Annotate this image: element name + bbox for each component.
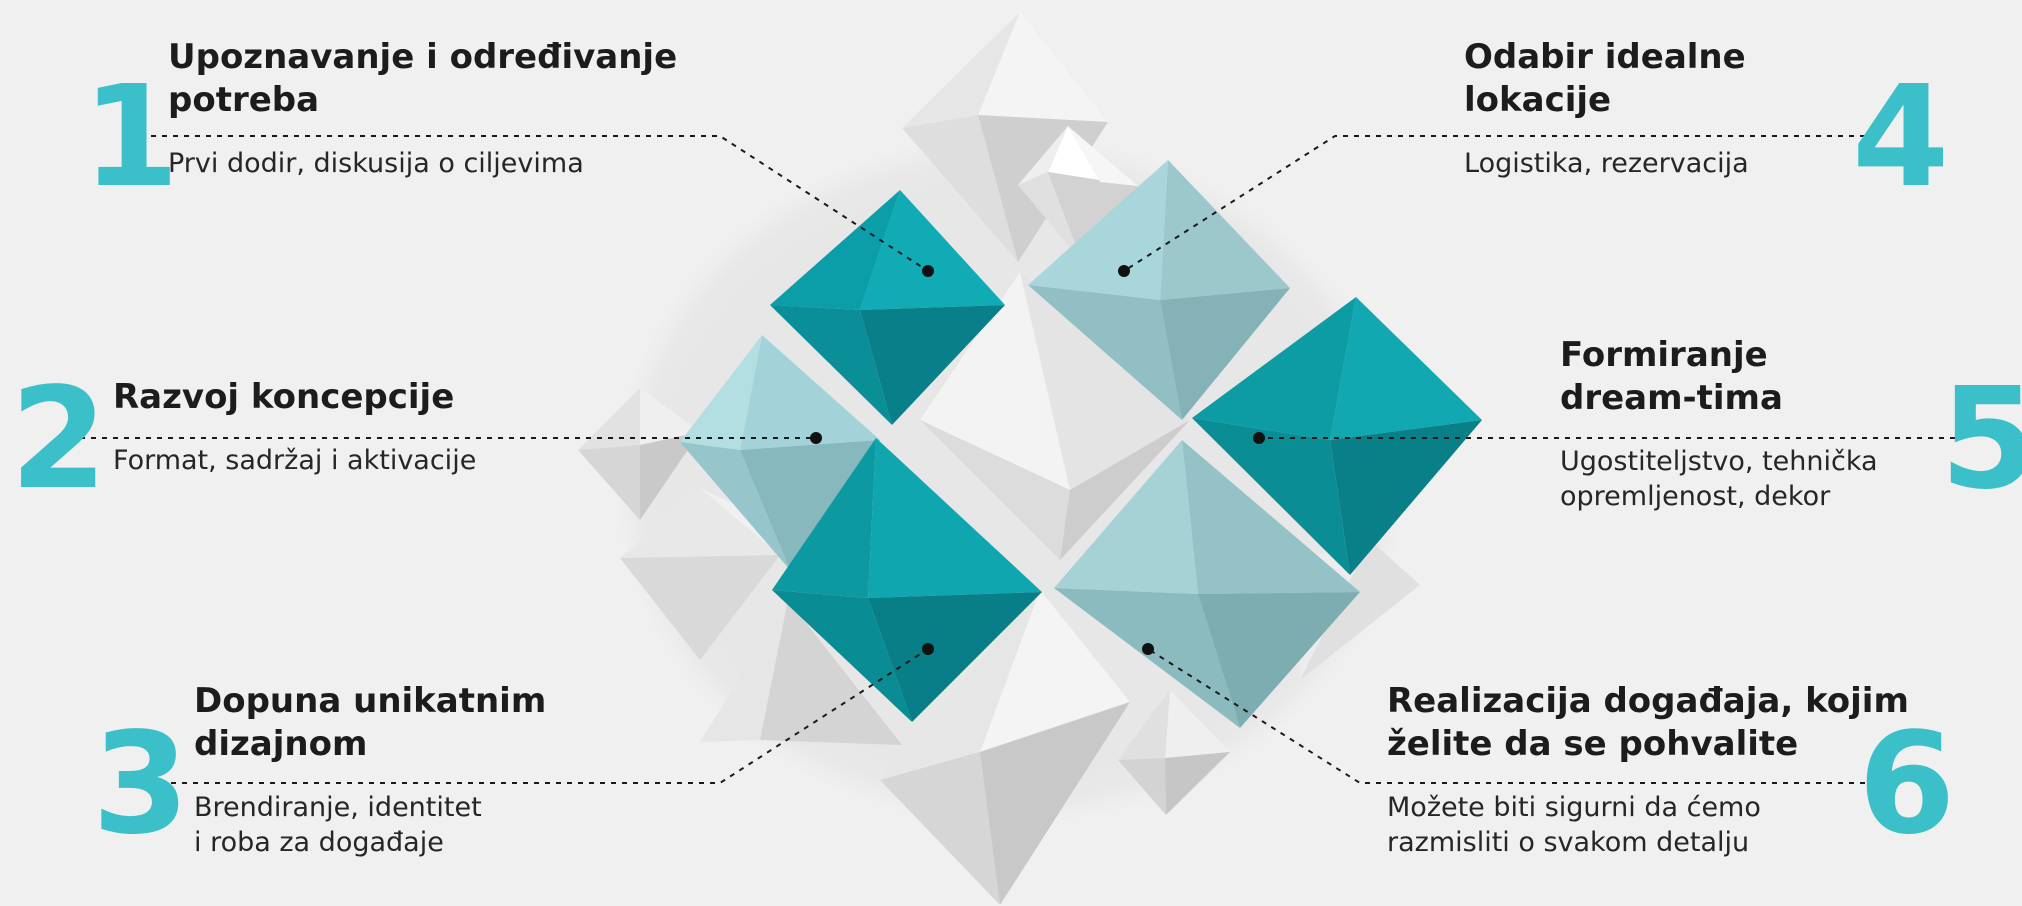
step-number-3: 3 bbox=[92, 703, 189, 866]
step-2: Razvoj koncepcije Format, sadržaj i akti… bbox=[113, 376, 476, 478]
connector-dot-4 bbox=[1118, 265, 1130, 277]
teal-crystal-right bbox=[1192, 297, 1482, 575]
step-4-title: Odabir idealne lokacije bbox=[1464, 37, 1746, 120]
step-5-title: Formiranje dream-tima bbox=[1560, 335, 1783, 418]
teal-crystal-center-left bbox=[772, 438, 1042, 722]
connector-dot-3 bbox=[922, 643, 934, 655]
step-2-subtitle: Format, sadržaj i aktivacije bbox=[113, 445, 477, 476]
white-crystal-small-bottom bbox=[1118, 690, 1230, 815]
step-5: Formiranje dream-tima Ugostiteljstvo, te… bbox=[1560, 334, 1878, 514]
step-6-title: Realizacija događaja, kojim želite da se… bbox=[1387, 681, 1909, 764]
white-crystal-small bbox=[1018, 126, 1138, 262]
step-4: Odabir idealne lokacije Logistika, rezer… bbox=[1464, 36, 1749, 181]
white-crystal-bottom bbox=[880, 590, 1130, 905]
connector-dot-1 bbox=[922, 265, 934, 277]
connector-line-4 bbox=[1123, 135, 1865, 272]
connector-line-6 bbox=[1147, 648, 1865, 784]
step-3-title: Dopuna unikatnim dizajnom bbox=[194, 681, 547, 764]
step-4-subtitle: Logistika, rezervacija bbox=[1464, 148, 1749, 179]
step-number-4: 4 bbox=[1852, 56, 1949, 219]
step-1-title: Upoznavanje i određivanje potreba bbox=[168, 37, 678, 120]
step-number-2: 2 bbox=[10, 358, 107, 521]
connector-dot-2 bbox=[810, 432, 822, 444]
step-number-6: 6 bbox=[1858, 703, 1955, 866]
step-number-1: 1 bbox=[82, 56, 179, 219]
connector-dot-5 bbox=[1253, 432, 1265, 444]
step-number-5: 5 bbox=[1940, 358, 2022, 521]
white-crystal-bottom-left bbox=[700, 600, 902, 745]
connector-dots bbox=[810, 265, 1265, 655]
step-2-title: Razvoj koncepcije bbox=[113, 377, 455, 417]
connector-dot-6 bbox=[1142, 643, 1154, 655]
teal-light-crystal-left bbox=[680, 335, 880, 570]
teal-crystal-top-left bbox=[770, 190, 1005, 425]
step-1: Upoznavanje i određivanje potreba Prvi d… bbox=[168, 36, 677, 181]
step-3: Dopuna unikatnim dizajnom Brendiranje, i… bbox=[194, 680, 546, 860]
step-5-subtitle: Ugostiteljstvo, tehnička opremljenost, d… bbox=[1560, 446, 1878, 512]
step-6-subtitle: Možete biti sigurni da ćemo razmisliti o… bbox=[1387, 792, 1761, 858]
white-crystal-center bbox=[920, 272, 1190, 560]
teal-light-crystal-center-right bbox=[1054, 440, 1360, 728]
step-3-subtitle: Brendiranje, identitet i roba za događaj… bbox=[194, 792, 482, 858]
connector-lines bbox=[80, 135, 1955, 784]
step-1-subtitle: Prvi dodir, diskusija o ciljevima bbox=[168, 148, 584, 179]
white-crystal-left bbox=[578, 388, 700, 520]
step-6: Realizacija događaja, kojim želite da se… bbox=[1387, 680, 1909, 860]
teal-light-crystal-top-right bbox=[1028, 160, 1290, 420]
